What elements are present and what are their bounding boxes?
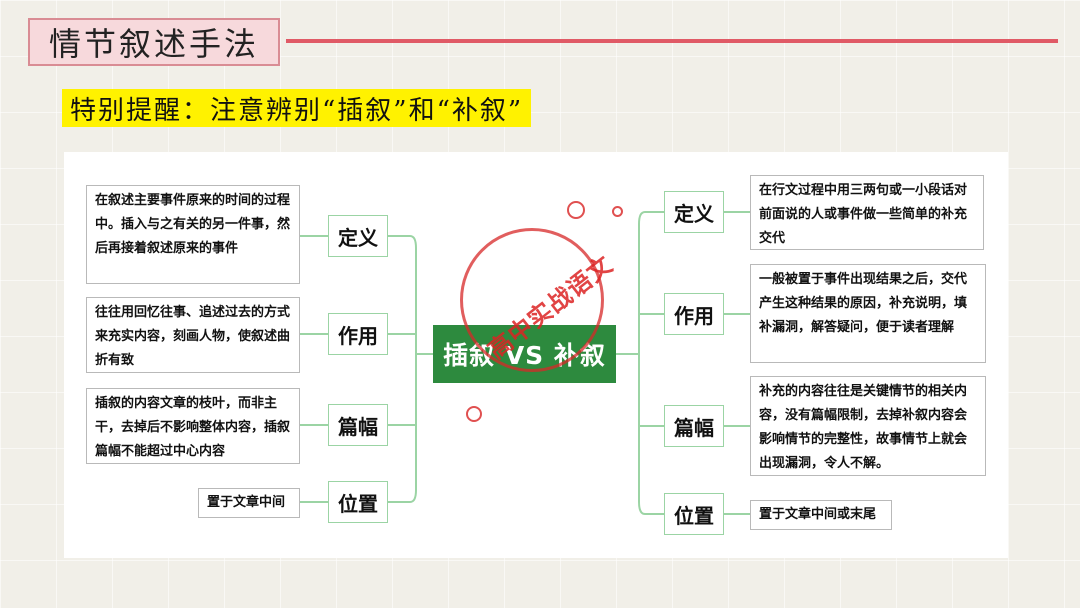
right-function-text: 一般被置于事件出现结果之后，交代产生这种结果的原因，补充说明，填补漏洞，解答疑问… [750,264,986,363]
right-function-label: 作用 [664,293,724,335]
title-divider [286,39,1058,43]
ring-decoration [567,201,585,219]
slide-title: 情节叙述手法 [28,18,280,66]
right-position-label: 位置 [664,493,724,535]
left-length-text: 插叙的内容文章的枝叶，而非主干，去掉后不影响整体内容，插叙篇幅不能超过中心内容 [86,388,300,464]
connector-lines [300,211,750,515]
left-length-label: 篇幅 [328,404,388,446]
left-position-text: 置于文章中间 [198,488,300,518]
left-definition-text: 在叙述主要事件原来的时间的过程中。插入与之有关的另一件事，然后再接着叙述原来的事… [86,185,300,284]
left-function-text: 往往用回忆往事、追述过去的方式来充实内容，刻画人物，使叙述曲折有致 [86,297,300,373]
reminder-banner: 特别提醒：注意辨别“插叙”和“补叙” [62,89,532,127]
left-definition-label: 定义 [328,215,388,257]
mindmap-panel: 在叙述主要事件原来的时间的过程中。插入与之有关的另一件事，然后再接着叙述原来的事… [64,152,1008,558]
left-position-label: 位置 [328,481,388,523]
right-length-label: 篇幅 [664,405,724,447]
left-function-label: 作用 [328,313,388,355]
ring-decoration [466,406,482,422]
right-position-text: 置于文章中间或末尾 [750,500,892,530]
right-definition-label: 定义 [664,191,724,233]
right-definition-text: 在行文过程中用三两句或一小段话对前面说的人或事件做一些简单的补充交代 [750,175,984,250]
connector-left-spine [409,235,417,503]
ring-decoration [612,206,623,217]
connector-right-spine [638,211,646,515]
watermark-stamp [460,228,604,372]
right-length-text: 补充的内容往往是关键情节的相关内容，没有篇幅限制，去掉补叙内容会影响情节的完整性… [750,376,986,476]
